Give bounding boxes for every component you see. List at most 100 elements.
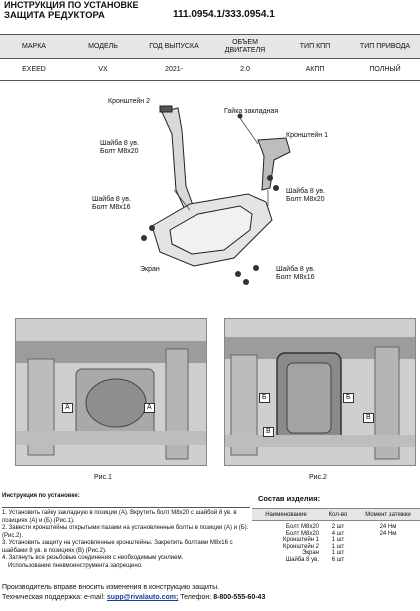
document-header: ИНСТРУКЦИЯ ПО УСТАНОВКЕ ЗАЩИТА РЕДУКТОРА… xyxy=(0,0,420,22)
kit-header-row: Наименование Кол-во Момент затяжки xyxy=(252,508,420,521)
kit-item-qty: 2 шт xyxy=(331,524,345,530)
kit-item-name: Болт М8х20 xyxy=(285,530,319,537)
photo-1-mark-a-left: А xyxy=(62,403,73,413)
bolt-bottom-3 xyxy=(253,265,259,271)
kit-item-qty: 1 шт xyxy=(331,543,345,550)
kit-item-name: Болт М8х20 xyxy=(285,524,319,530)
vehicle-spec-table: МАРКА МОДЕЛЬ ГОД ВЫПУСКА ОБЪЕМ ДВИГАТЕЛЯ… xyxy=(0,34,420,81)
spec-header-row: МАРКА МОДЕЛЬ ГОД ВЫПУСКА ОБЪЕМ ДВИГАТЕЛЯ… xyxy=(0,34,420,59)
kit-row: Кронштейн 2 1 шт xyxy=(252,544,420,551)
spec-drive: ПОЛНЫЙ xyxy=(350,58,420,81)
spec-col-brand: МАРКА xyxy=(0,34,68,59)
instruction-step: 2. Завести кронштейны открытыми пазами н… xyxy=(2,525,249,539)
spec-data-row: EXEED VX 2021- 2.0 АКПП ПОЛНЫЙ xyxy=(0,58,420,81)
kit-item-torque: 24 Нм xyxy=(379,530,397,537)
spec-col-year: ГОД ВЫПУСКА xyxy=(138,34,210,59)
bolt-left-2 xyxy=(149,225,155,231)
phone-label: Телефон: xyxy=(178,594,214,601)
kit-item-qty: 1 шт xyxy=(331,537,345,544)
label-nut: Гайка закладная xyxy=(224,108,279,115)
kit-col-name: Наименование xyxy=(252,508,320,521)
spec-engine: 2.0 xyxy=(210,58,280,81)
support-email-link[interactable]: supp@rivalauto.com; xyxy=(106,594,179,601)
kit-title: Состав изделия: xyxy=(258,494,321,503)
label-bracket-2: Кронштейн 2 xyxy=(108,98,150,105)
kit-col-qty: Кол-во xyxy=(320,508,356,521)
document-footer: Производитель вправе вносить изменения в… xyxy=(2,583,418,603)
footer-disclaimer: Производитель вправе вносить изменения в… xyxy=(2,584,220,591)
assembly-drawing xyxy=(141,105,291,285)
kit-col-torque: Момент затяжки xyxy=(356,508,420,521)
photo-2-illustration xyxy=(225,319,415,465)
spec-gearbox: АКПП xyxy=(280,58,350,81)
product-title: ЗАЩИТА РЕДУКТОРА xyxy=(4,10,105,21)
screen-plate-inner xyxy=(169,205,253,255)
support-label: Техническая поддержка: e-mail: xyxy=(2,594,107,601)
spec-year: 2021- xyxy=(138,58,210,81)
kit-item-name: Экран xyxy=(302,550,319,557)
footer-support: Техническая поддержка: e-mail: supp@riva… xyxy=(2,593,418,603)
photo-2-mark-v-right: В xyxy=(363,413,374,423)
bracket-2-top xyxy=(159,105,173,113)
kit-item-qty: 1 шт xyxy=(331,550,345,557)
photo-1-mark-a-right: А xyxy=(144,403,155,413)
label-left-fasteners: Шайба 8 ув. Болт М8х20 xyxy=(100,140,139,155)
kit-row: Кронштейн 1 1 шт xyxy=(252,537,420,544)
bolt-bottom-1 xyxy=(235,271,241,277)
spec-col-drive: ТИП ПРИВОДА xyxy=(350,34,420,59)
kit-item-qty: 6 шт xyxy=(331,556,345,563)
bolt-right-2 xyxy=(273,185,279,191)
bracket-1-shape xyxy=(257,137,291,191)
nut-leader xyxy=(239,117,259,145)
photo-2-mark-v-left: В xyxy=(263,427,274,437)
bracket-leader xyxy=(173,189,191,211)
instruction-step: 3. Установить защиту на установленные кр… xyxy=(2,540,233,554)
bracket-2-shape xyxy=(161,107,195,213)
bolt-bottom-2 xyxy=(243,279,249,285)
instruction-note: Использование пневмоинструмента запрещен… xyxy=(8,562,143,569)
kit-item-name: Кронштейн 2 xyxy=(283,543,319,550)
kit-item-name: Кронштейн 1 xyxy=(283,537,319,544)
spec-col-engine: ОБЪЕМ ДВИГАТЕЛЯ xyxy=(210,34,280,59)
assembly-diagram: Кронштейн 2 Гайка закладная Кронштейн 1 … xyxy=(90,90,330,300)
photo-2-mark-b-right: Б xyxy=(343,393,354,403)
nut-part xyxy=(237,113,243,119)
installation-instructions: Инструкция по установке: 1. Установить г… xyxy=(2,490,250,569)
kit-item-torque xyxy=(356,537,420,544)
label-left-fasteners-2: Шайба 8 ув. Болт М8х16 xyxy=(92,196,131,211)
spec-col-gearbox: ТИП КПП xyxy=(280,34,350,59)
label-bracket-1: Кронштейн 1 xyxy=(286,132,328,139)
doc-title: ИНСТРУКЦИЯ ПО УСТАНОВКЕ xyxy=(4,0,139,10)
kit-row: Шайба 8 ув. 6 шт xyxy=(252,557,420,564)
bolt-right-1 xyxy=(267,175,273,181)
instruction-step: 1. Установить гайку закладную в позиции … xyxy=(2,510,237,524)
support-phone: 8-800-555-60-43 xyxy=(213,594,266,601)
spec-model: VX xyxy=(68,58,138,81)
figure-2-caption: Рис.2 xyxy=(309,474,327,481)
label-bottom-fasteners: Шайба 8 ув. Болт М8х16 xyxy=(276,266,315,281)
instructions-title: Инструкция по установке: xyxy=(2,490,250,508)
spec-brand: EXEED xyxy=(0,58,68,81)
kit-row: Болт М8х20 2 шт 24 Нм xyxy=(252,521,420,531)
kit-row: Болт М8х20 4 шт 24 Нм xyxy=(252,531,420,538)
kit-item-torque xyxy=(356,544,420,551)
part-numbers: 111.0954.1/333.0954.1 xyxy=(173,9,275,20)
kit-item-qty: 4 шт xyxy=(331,530,345,537)
kit-item-torque: 24 Нм xyxy=(379,524,397,530)
kit-item-torque xyxy=(356,550,420,557)
spec-col-model: МОДЕЛЬ xyxy=(68,34,138,59)
kit-contents: Состав изделия: Наименование Кол-во Моме… xyxy=(252,490,420,564)
kit-row: Экран 1 шт xyxy=(252,550,420,557)
kit-item-torque xyxy=(356,557,420,564)
kit-item-name: Шайба 8 ув. xyxy=(285,556,319,563)
bolt-left-1 xyxy=(141,235,147,241)
label-screen: Экран xyxy=(140,266,160,273)
photo-figure-2: Б Б В В xyxy=(224,318,416,466)
kit-table: Наименование Кол-во Момент затяжки Болт … xyxy=(252,508,420,564)
photo-figure-1: А А xyxy=(15,318,207,466)
photo-1-illustration xyxy=(16,319,206,465)
label-right-fasteners: Шайба 8 ув. Болт М8х20 xyxy=(286,188,325,203)
figure-1-caption: Рис.1 xyxy=(94,474,112,481)
photo-2-mark-b-left: Б xyxy=(259,393,270,403)
instruction-step: 4. Затянуть все резьбовые соединения с н… xyxy=(2,555,184,561)
